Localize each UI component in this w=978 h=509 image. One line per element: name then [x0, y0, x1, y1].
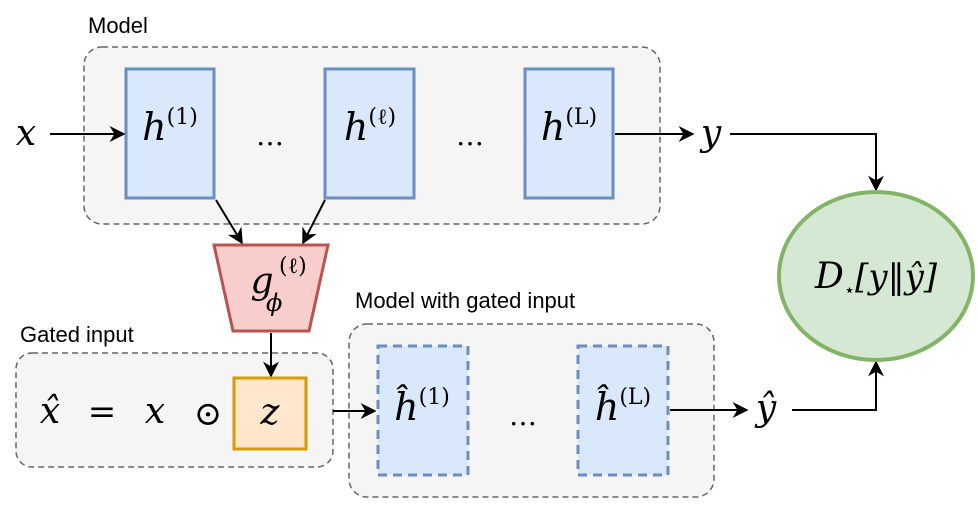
odot-symbol: ⊙: [194, 394, 223, 434]
mask-z-label: z: [260, 392, 281, 433]
gated-model-ellipsis: …: [509, 399, 537, 432]
arrow-h1-to-gate: [215, 199, 243, 245]
output-y: y: [699, 113, 722, 154]
layer-hl-label: h(ℓ): [344, 105, 396, 149]
model-ellipsis-1: …: [256, 119, 284, 152]
input-x: x: [16, 113, 36, 154]
gate-network: [212, 243, 330, 333]
xhat-symbol: x̂: [40, 391, 60, 432]
gate-sub: ϕ: [266, 289, 282, 317]
mask-z-box: [232, 376, 308, 451]
gated-model-group-label: Model with gated input: [355, 288, 575, 313]
output-yhat: ŷ: [754, 388, 777, 429]
layer-h1-box: [124, 67, 216, 200]
layer-hhat1-label: ĥ(1): [394, 385, 450, 429]
layer-h1-label: h(1): [142, 105, 198, 149]
gate-label: g: [250, 261, 273, 302]
arrow-yhat-to-divergence: [792, 360, 884, 411]
divergence-node: [777, 190, 975, 362]
model-ellipsis-2: …: [456, 119, 484, 152]
gate-sup: (ℓ): [279, 254, 307, 279]
equals-symbol: =: [88, 392, 117, 432]
layer-hhatL-box: [576, 344, 670, 477]
arrow-hl-to-gate: [302, 199, 326, 245]
layer-hL-label: h(L): [541, 105, 597, 149]
gated-input-group-label: Gated input: [20, 322, 134, 347]
arrow-y-to-divergence: [730, 133, 884, 192]
model-group-label: Model: [88, 13, 148, 38]
layer-hhatL-label: ĥ(L): [595, 385, 651, 429]
layer-hl-box: [323, 67, 416, 200]
x-symbol: x: [145, 391, 165, 432]
divergence-label: D⋆[y‖ŷ]: [814, 256, 938, 301]
layer-hL-box: [523, 67, 615, 200]
layer-hhat1-box: [376, 344, 470, 477]
